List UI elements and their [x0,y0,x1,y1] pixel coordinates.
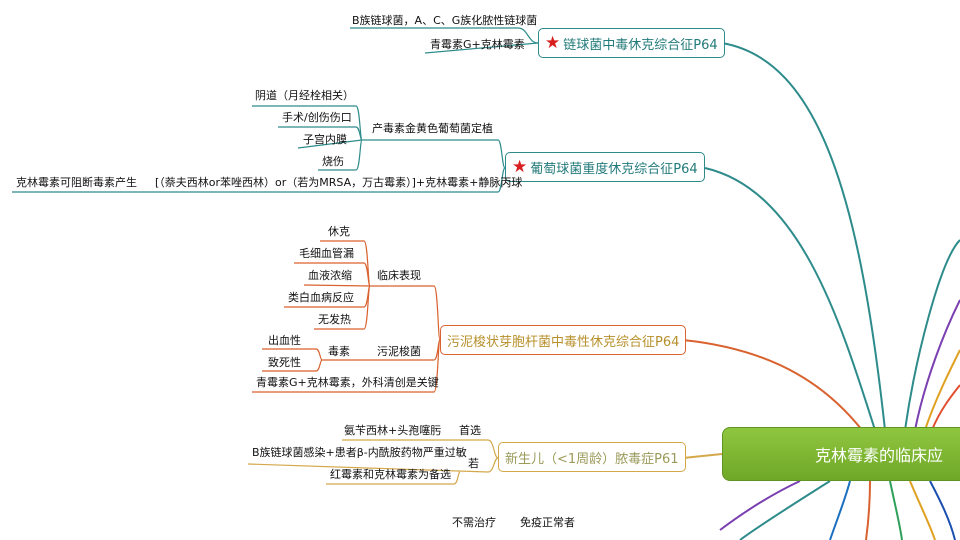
staph-treatment-note: 克林霉素可阻断毒素产生 [16,176,137,189]
strep-title: 链球菌中毒休克综合征P64 [563,37,718,53]
branch-curve-c10 [929,480,956,540]
clinical-item: 休克 [328,225,350,238]
branch-curve-c8 [889,480,903,540]
branch-curve-c1 [904,239,960,431]
staph-group-item: 阴道（月经栓相关） [255,89,354,102]
clinical-item: 血液浓缩 [308,269,352,282]
strep-item: 青霉素G+克林霉素 [430,38,525,51]
neonatal-if-item: 红霉素和克林霉素为备选 [330,468,451,481]
star-icon: ★ [545,33,561,53]
clostridium-treatment: 青霉素G+克林霉素，外科清创是关键 [256,376,439,389]
branch-curve-c6 [829,480,851,540]
staph-title: 葡萄球菌重度休克综合征P64 [530,161,698,177]
neonatal-first-label: 首选 [459,424,481,437]
toxin-item: 出血性 [268,334,301,347]
bacteria-label: 污泥梭菌 [377,345,421,358]
branch-curve-c4 [931,384,960,431]
staph-treatment: [（萘夫西林or苯唑西林）or（若为MRSA，万古霉素）]+克林霉素+静脉丙球 [155,176,523,189]
neonatal-if-condition: B族链球菌感染+患者β-内酰胺药物严重过敏 [252,446,467,459]
staph-node[interactable]: ★ 葡萄球菌重度休克综合征P64 [505,152,705,182]
clinical-item: 无发热 [318,313,351,326]
bottom-item: 不需治疗 [452,516,496,529]
clinical-item: 类白血病反应 [288,291,354,304]
neonatal-title: 新生儿（<1周龄）脓毒症P61 [505,451,679,467]
branch-curve-c7 [865,480,871,540]
staph-group-label: 产毒素金黄色葡萄菌定植 [372,122,493,135]
strep-node[interactable]: ★ 链球菌中毒休克综合征P64 [538,28,725,58]
clinical-item: 毛细血管漏 [299,247,354,260]
neonatal-node[interactable]: 新生儿（<1周龄）脓毒症P61 [498,442,686,472]
clinical-label: 临床表现 [377,269,421,282]
branch-curve-c9 [909,480,936,540]
branch-curve-strep [721,42,886,431]
branch-curve-c2 [914,299,960,431]
bottom-item: 免疫正常者 [520,516,575,529]
branch-curve-staph [704,167,876,431]
staph-group-item: 烧伤 [322,155,344,168]
clostridium-title: 污泥梭状芽胞杆菌中毒性休克综合征P64 [447,334,680,350]
neonatal-if-label: 若 [468,457,479,470]
star-icon: ★ [512,157,528,177]
branch-curve-c11 [719,480,801,531]
strep-item: B族链球菌，A、C、G族化脓性链球菌 [352,14,538,27]
staph-group-item: 手术/创伤伤口 [282,111,352,124]
toxin-label: 毒素 [328,345,350,358]
staph-group-item: 子宫内膜 [303,133,347,146]
central-topic[interactable]: 克林霉素的临床应 [722,427,960,481]
toxin-item: 致死性 [268,356,301,369]
neonatal-first-item: 氨苄西林+头孢噻肟 [344,424,442,437]
branch-curve-clostridium [682,339,863,431]
central-topic-label: 克林霉素的临床应 [815,446,944,465]
branch-curve-c3 [924,349,960,431]
branch-curve-neonatal [682,453,723,459]
branch-curve-c5 [739,480,831,540]
clostridium-node[interactable]: 污泥梭状芽胞杆菌中毒性休克综合征P64 [440,325,687,355]
